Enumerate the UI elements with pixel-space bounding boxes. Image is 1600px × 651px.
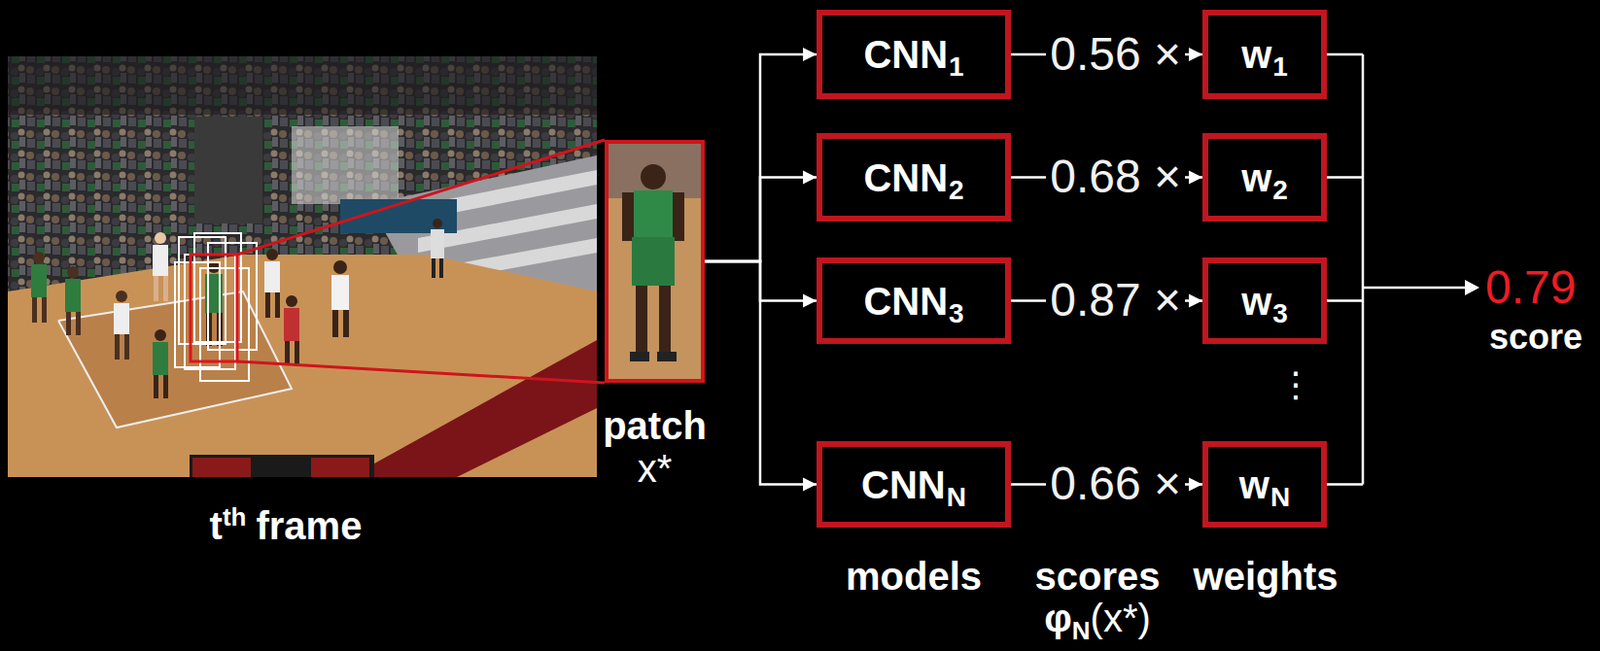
arrow-head xyxy=(802,478,817,492)
frame-caption: frame xyxy=(255,506,362,546)
label-group: 0.79 xyxy=(1485,264,1576,312)
node-label: w2 xyxy=(1241,158,1288,198)
node-label: CNN1 xyxy=(863,34,964,74)
arrow-head xyxy=(1188,294,1203,309)
output-label: score xyxy=(1489,319,1583,355)
node-label: CNN3 xyxy=(863,281,964,321)
player-figures xyxy=(31,218,445,399)
cnn-box: CNN3 xyxy=(816,257,1011,345)
patch-label: patch xyxy=(602,406,707,446)
frame-caption: t xyxy=(209,506,223,546)
output-score: 0.79 xyxy=(1485,264,1576,312)
connector xyxy=(704,261,817,492)
formula: φ xyxy=(1043,598,1073,638)
subscript: 3 xyxy=(1272,300,1288,328)
score-value: 0.56 × xyxy=(1045,29,1185,81)
arrow-head xyxy=(802,171,817,185)
subscript: N xyxy=(1270,484,1290,512)
label-group: ⋮ xyxy=(1278,367,1314,403)
subscript: 2 xyxy=(1272,176,1288,205)
column-label: scores xyxy=(1035,556,1161,596)
zoom-line xyxy=(237,139,605,255)
subscript: 3 xyxy=(948,300,965,328)
label-group: scores xyxy=(1035,556,1161,596)
subscript: 1 xyxy=(948,53,965,81)
zoom-line xyxy=(237,361,605,383)
label-group: score xyxy=(1489,319,1583,355)
node-name: CNN xyxy=(863,158,948,198)
label-group: tthframe xyxy=(209,506,363,546)
node-name: CNN xyxy=(863,281,948,321)
cnn-box: CNNN xyxy=(816,441,1011,528)
connector xyxy=(704,171,817,263)
sum-bracket xyxy=(1326,54,1468,486)
weight-box: wN xyxy=(1202,441,1327,528)
label-group: models xyxy=(845,556,982,596)
label-group: φN(x*) xyxy=(1043,598,1151,638)
connector-line xyxy=(704,261,817,486)
score-value: 0.66 × xyxy=(1045,458,1185,511)
arrow-head xyxy=(1188,478,1203,492)
candidate-boxes xyxy=(174,233,257,382)
cnn-box: CNN1 xyxy=(816,9,1011,100)
patch-box: patchx* xyxy=(604,139,705,383)
subscript: N xyxy=(946,484,967,512)
connector-line xyxy=(704,177,817,263)
ellipsis: ⋮ xyxy=(1278,367,1314,403)
connector xyxy=(704,47,817,262)
label-group: weights xyxy=(1193,556,1339,596)
column-label: weights xyxy=(1193,556,1339,596)
node-label: w3 xyxy=(1241,281,1288,321)
node-name: w xyxy=(1241,158,1272,198)
arrow-head xyxy=(802,47,817,62)
connector-line xyxy=(704,54,817,262)
score-value: 0.87 × xyxy=(1045,275,1185,327)
arrow-head xyxy=(802,294,817,309)
node-name: w xyxy=(1241,34,1272,74)
arrow-head xyxy=(1188,47,1203,62)
node-label: CNNN xyxy=(861,465,967,505)
weight-box: w2 xyxy=(1202,133,1327,222)
subscript: 2 xyxy=(948,176,965,205)
video-frame xyxy=(7,56,597,478)
score-value: 0.68 × xyxy=(1045,151,1185,204)
subscript: N xyxy=(1072,618,1091,644)
weight-box: w1 xyxy=(1202,9,1327,100)
weight-box: w3 xyxy=(1202,257,1327,345)
arrow-head xyxy=(1464,279,1480,296)
node-name: w xyxy=(1239,465,1270,505)
node-label: w1 xyxy=(1241,34,1288,74)
arrow-head xyxy=(1188,171,1203,185)
caption-below: patchx* xyxy=(602,379,707,488)
formula: (x*) xyxy=(1090,598,1151,638)
subscript: 1 xyxy=(1272,53,1288,81)
variable-label: x* xyxy=(602,449,707,488)
selected-box xyxy=(190,254,238,362)
node-name: w xyxy=(1241,281,1272,321)
node-label: CNN2 xyxy=(863,158,964,198)
node-name: CNN xyxy=(863,34,948,74)
node-label: wN xyxy=(1239,465,1290,505)
cnn-box: CNN2 xyxy=(816,133,1011,222)
patch-image xyxy=(604,139,705,383)
node-name: CNN xyxy=(861,465,946,505)
column-label: models xyxy=(845,556,982,596)
superscript: th xyxy=(222,504,247,530)
